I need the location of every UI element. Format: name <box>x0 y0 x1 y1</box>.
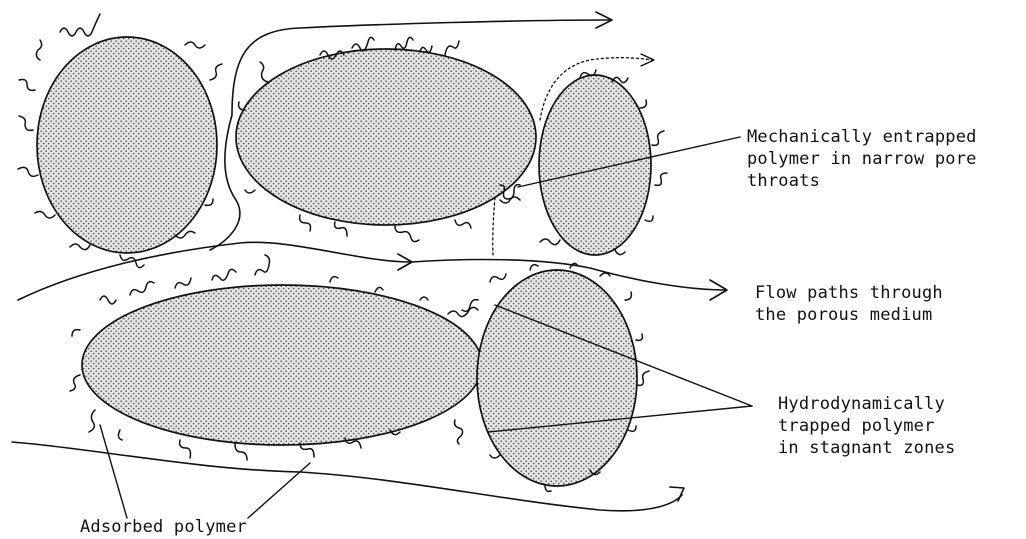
label-hydrodynamically-trapped: Hydrodynamically trapped polymer in stag… <box>778 393 955 459</box>
grain-bottom-right <box>477 270 637 486</box>
label-adsorbed-polymer: Adsorbed polymer <box>80 516 247 538</box>
grain-top-center <box>236 49 536 225</box>
label-flow-paths-line2: the porous medium <box>755 304 943 326</box>
leader-adsorbed-left <box>100 425 127 518</box>
label-mechanically-entrapped-line1: Mechanically entrapped <box>747 126 977 148</box>
grain-bottom-left <box>82 285 482 445</box>
label-mechanically-entrapped-line2: polymer in narrow pore <box>747 148 977 170</box>
label-mechanically-entrapped-line3: throats <box>747 170 977 192</box>
grain-top-right <box>539 75 651 255</box>
label-flow-paths-line1: Flow paths through <box>755 282 943 304</box>
label-flow-paths: Flow paths through the porous medium <box>755 282 943 326</box>
label-hydrodynamically-trapped-line2: trapped polymer <box>778 415 955 437</box>
label-mechanically-entrapped: Mechanically entrapped polymer in narrow… <box>747 126 977 192</box>
label-hydrodynamically-trapped-line1: Hydrodynamically <box>778 393 955 415</box>
label-hydrodynamically-trapped-line3: in stagnant zones <box>778 437 955 459</box>
grain-top-left <box>37 37 217 253</box>
label-adsorbed-polymer-line1: Adsorbed polymer <box>80 516 247 538</box>
